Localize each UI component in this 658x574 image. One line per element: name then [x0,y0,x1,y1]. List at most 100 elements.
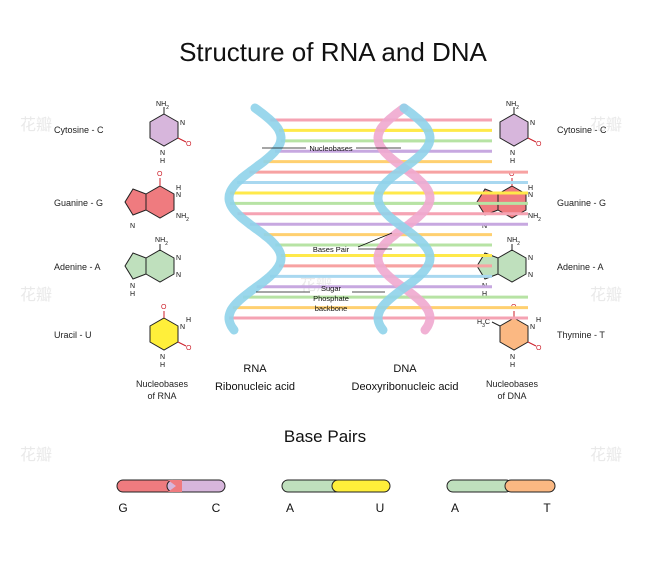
page-title: Structure of RNA and DNA [179,37,487,67]
atom-n: N [180,324,185,331]
atom-h3c: H3C [477,319,490,329]
watermark: 花瓣 [300,276,332,294]
base-pair-au: A U [281,479,391,515]
atom-n: N [482,223,487,230]
bond [527,341,537,347]
helix-strand-a [373,103,435,335]
pair-left-letter: A [451,501,459,515]
dna-helix-full: Deoxyribonucleic acid [352,381,459,393]
adenine-ring-6 [497,249,527,283]
rna-base-label: Adenine - A [54,262,101,272]
atom-n: N [530,324,535,331]
bond [527,137,537,143]
bond [177,137,187,143]
atom-n: N [130,223,135,230]
cytosine-ring [499,113,529,147]
atom-nh2: NH2 [155,237,168,247]
atom-o: O [186,345,192,352]
atom-o: O [157,171,163,178]
atom-h: H [160,158,165,165]
atom-o: O [161,304,167,311]
dna-adenine-molecule: Adenine - A NH2 N N N H [476,237,604,298]
uracil-ring [149,317,179,351]
rna-base-label: Cytosine - C [54,125,104,135]
dna-thymine-molecule: Thymine - T O H3C N H O N H [477,304,605,369]
rna-base-label: Guanine - G [54,198,103,208]
pair-right-segment [504,479,556,493]
atom-nh2: NH2 [176,213,189,223]
atom-h: H [528,185,533,192]
atom-n: N [528,272,533,279]
base-pair-gc: G C [116,479,226,515]
rna-helix-name: RNA [243,363,267,375]
callout-nucleobases: Nucleobases [309,144,353,153]
callouts: Nucleobases Bases Pair Sugar Phosphate b… [256,144,401,313]
atom-n: N [176,272,181,279]
callout-line [357,232,393,248]
adenine-ring-6 [145,249,175,283]
atom-h: H [510,158,515,165]
pair-left-letter: G [118,501,127,515]
atom-h: H [186,317,191,324]
atom-n: N [510,150,515,157]
atom-n: N [510,354,515,361]
dna-helix [373,103,435,335]
guanine-ring-5 [124,188,147,216]
atom-n: N [130,283,135,290]
atom-n: N [160,354,165,361]
rna-uracil-molecule: Uracil - U O N H O N H [54,304,192,369]
atom-n: N [176,255,181,262]
atom-o: O [536,345,542,352]
atom-h: H [536,317,541,324]
atom-nh2: NH2 [528,213,541,223]
atom-o: O [509,171,515,178]
callout-backbone-3: backbone [315,304,348,313]
dna-cytosine-molecule: Cytosine - C NH2 N O N H [499,101,607,165]
pair-right-letter: T [543,501,551,515]
callout-backbone-1: Sugar [321,284,342,293]
dna-caption-line1: Nucleobases [486,379,539,389]
atom-o: O [536,141,542,148]
dna-base-label: Cytosine - C [557,125,607,135]
bond [491,321,501,327]
atom-nh2: NH2 [506,101,519,111]
base-pairs-title: Base Pairs [284,427,366,446]
atom-n: N [160,150,165,157]
atom-h: H [176,185,181,192]
helix-strand-a [224,103,286,335]
dna-helix-name: DNA [393,363,417,375]
watermark: 花瓣 [20,446,52,464]
callout-bases-pair: Bases Pair [313,245,350,254]
base-pair-at: A T [446,479,556,515]
atom-h: H [482,291,487,298]
thymine-ring [499,317,529,351]
callout-backbone-2: Phosphate [313,294,349,303]
atom-o: O [186,141,192,148]
dna-base-label: Adenine - A [557,262,604,272]
atom-n: N [176,192,181,199]
dna-base-label: Guanine - G [557,198,606,208]
atom-n: N [528,192,533,199]
bond [177,341,187,347]
rna-guanine-molecule: Guanine - G O N H NH2 N [54,171,189,230]
rna-base-label: Uracil - U [54,330,92,340]
rna-cytosine-molecule: Cytosine - C NH2 N O N H [54,101,192,165]
pair-right-letter: U [376,501,385,515]
rna-adenine-molecule: Adenine - A NH2 N N N H [54,237,181,298]
atom-h: H [510,362,515,369]
dna-guanine-molecule: Guanine - G O N H NH2 N [476,171,606,230]
atom-nh2: NH2 [156,101,169,111]
watermark-layer: 花瓣 花瓣 花瓣 花瓣 花瓣 花瓣 花瓣 [20,116,622,464]
watermark: 花瓣 [590,286,622,304]
pair-left-letter: A [286,501,294,515]
rna-helix-full: Ribonucleic acid [215,381,295,393]
rna-caption-line1: Nucleobases [136,379,189,389]
adenine-ring-5 [124,252,147,280]
atom-nh2: NH2 [507,237,520,247]
guanine-ring-6 [145,185,175,219]
pair-right-letter: C [212,501,221,515]
pair-left-segment [446,479,513,493]
watermark: 花瓣 [20,286,52,304]
